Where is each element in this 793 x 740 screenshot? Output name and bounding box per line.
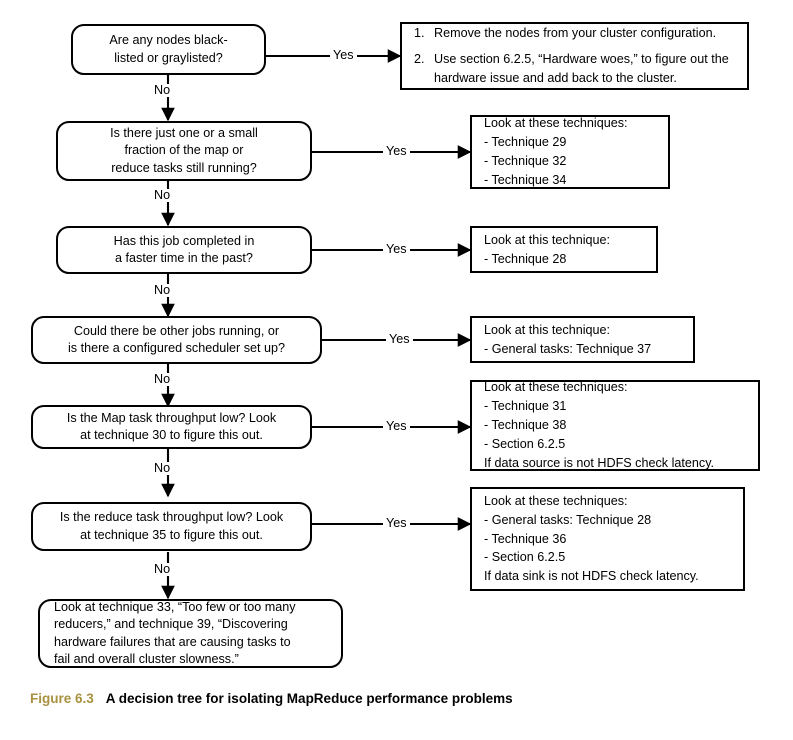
decision-other-jobs-scheduler[interactable]: Could there be other jobs running, or is… — [31, 316, 322, 364]
action-line: - General tasks: Technique 37 — [484, 341, 652, 356]
action-line: - Technique 38 — [484, 418, 567, 433]
action-map-techniques[interactable]: Look at these techniques: - Technique 31… — [470, 380, 760, 471]
action-line: Look at this technique: — [484, 322, 611, 337]
action-item-text: Use section 6.2.5, “Hardware woes,” to f… — [434, 52, 729, 85]
final-advice-node[interactable]: Look at technique 33, “Too few or too ma… — [38, 599, 343, 668]
action-line: - Section 6.2.5 — [484, 436, 566, 451]
action-line: Look at these techniques: — [484, 493, 628, 508]
action-reduce-techniques[interactable]: Look at these techniques: - General task… — [470, 487, 745, 591]
action-technique-28[interactable]: Look at this technique: - Technique 28 — [470, 226, 658, 273]
decision-line: Is the Map task throughput low? Look — [66, 410, 277, 425]
action-line: Look at these techniques: — [484, 116, 628, 131]
action-numbered-item: 1. Remove the nodes from your cluster co… — [414, 24, 735, 43]
edge-label-yes-4: Yes — [386, 333, 413, 346]
edge-label-yes-2: Yes — [383, 145, 410, 158]
action-line: - Section 6.2.5 — [484, 550, 566, 565]
edge-label-no-3: No — [151, 284, 174, 297]
figure-caption-text: A decision tree for isolating MapReduce … — [105, 691, 513, 706]
action-technique-37[interactable]: Look at this technique: - General tasks:… — [470, 316, 695, 363]
decision-line: Could there be other jobs running, or — [73, 323, 280, 338]
decision-line: fraction of the map or — [124, 143, 244, 158]
final-advice-line: fail and overall cluster slowness.” — [54, 651, 239, 666]
decision-line: listed or graylisted? — [114, 50, 223, 65]
decision-line: a faster time in the past? — [115, 251, 253, 265]
action-line: - Technique 29 — [484, 135, 567, 150]
figure-caption: Figure 6.3 A decision tree for isolating … — [30, 691, 513, 706]
decision-line: reduce tasks still running? — [111, 160, 257, 175]
edge-label-no-6: No — [151, 563, 174, 576]
edge-label-yes-1: Yes — [330, 49, 357, 62]
edge-label-no-2: No — [151, 189, 174, 202]
final-advice-line: hardware failures that are causing tasks… — [54, 634, 291, 649]
action-item-text: Remove the nodes from your cluster confi… — [434, 26, 717, 41]
decision-line: at technique 30 to figure this out. — [80, 428, 263, 442]
action-line: - Technique 34 — [484, 172, 567, 187]
edge-label-yes-3: Yes — [383, 243, 410, 256]
action-line: If data source is not HDFS check latency… — [484, 455, 715, 470]
action-item-number: 2. — [414, 52, 425, 67]
action-line: If data sink is not HDFS check latency. — [484, 569, 699, 584]
action-line: Look at these techniques: — [484, 380, 628, 395]
edge-label-no-5: No — [151, 462, 174, 475]
figure-number: Figure 6.3 — [30, 691, 94, 706]
decision-line: is there a configured scheduler set up? — [67, 341, 286, 355]
decision-reduce-throughput-low[interactable]: Is the reduce task throughput low? Look … — [31, 502, 312, 551]
action-line: - Technique 36 — [484, 531, 567, 546]
decision-few-tasks-running[interactable]: Is there just one or a small fraction of… — [56, 121, 312, 181]
action-line: - Technique 32 — [484, 154, 567, 168]
decision-line: Are any nodes black- — [109, 33, 228, 48]
action-item-number: 1. — [414, 26, 425, 41]
action-techniques-29-32-34[interactable]: Look at these techniques: - Technique 29… — [470, 115, 670, 189]
edge-label-yes-5: Yes — [383, 420, 410, 433]
action-remove-nodes[interactable]: 1. Remove the nodes from your cluster co… — [400, 22, 749, 90]
final-advice-line: Look at technique 33, “Too few or too ma… — [54, 599, 296, 614]
decision-line: at technique 35 to figure this out. — [80, 527, 263, 542]
decision-line: Has this job completed in — [113, 233, 255, 248]
decision-line: Is the reduce task throughput low? Look — [59, 510, 284, 525]
decision-map-throughput-low[interactable]: Is the Map task throughput low? Look at … — [31, 405, 312, 449]
action-line: Look at this technique: — [484, 232, 611, 247]
spacer — [414, 43, 735, 50]
edge-label-yes-6: Yes — [383, 517, 410, 530]
action-numbered-item: 2. Use section 6.2.5, “Hardware woes,” t… — [414, 50, 735, 88]
decision-faster-in-past[interactable]: Has this job completed in a faster time … — [56, 226, 312, 274]
action-line: - Technique 28 — [484, 251, 567, 266]
decision-blacklisted-nodes[interactable]: Are any nodes black- listed or grayliste… — [71, 24, 266, 75]
action-line: - Technique 31 — [484, 399, 567, 414]
decision-line: Is there just one or a small — [110, 125, 258, 140]
edge-label-no-1: No — [151, 84, 174, 97]
final-advice-line: reducers,” and technique 39, “Discoverin… — [54, 617, 288, 632]
edge-label-no-4: No — [151, 373, 174, 386]
action-line: - General tasks: Technique 28 — [484, 512, 652, 527]
